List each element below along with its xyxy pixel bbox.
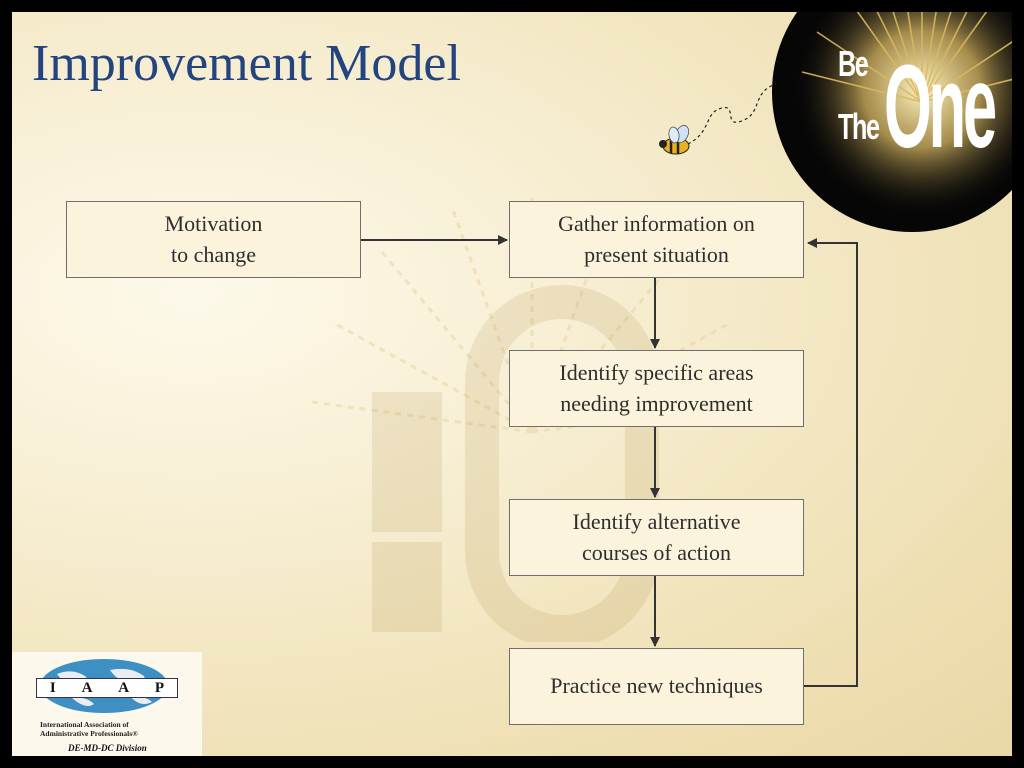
iaap-letter: I [49,679,56,696]
logo-one-text: One [884,41,997,173]
logo-watermark [312,242,752,649]
iaap-letter: A [118,679,130,696]
flowchart-connectors [361,235,858,687]
arrow-practice-feedback-to-gather [804,238,858,687]
logo-be-text: Be [838,43,869,84]
page-title: Improvement Model [32,35,461,92]
slide: Improvement Model [12,12,1012,756]
flow-box-identify-alternatives: Identify alternative courses of action [509,499,804,576]
flow-box-motivation: Motivation to change [66,201,361,278]
iaap-logo: I A A P International Association of Adm… [12,652,202,756]
iaap-division: DE-MD-DC Division [68,743,147,753]
iaap-org-name: International Association of Administrat… [40,720,138,739]
be-the-one-logo: Be The One [772,12,1012,232]
flow-box-practice: Practice new techniques [509,648,804,725]
iaap-letter: P [154,679,165,696]
flow-box-gather-information: Gather information on present situation [509,201,804,278]
logo-the-text: The [838,106,880,147]
bee-icon [659,83,777,155]
iaap-letter: A [81,679,93,696]
iaap-letter-band: I A A P [36,678,178,698]
flow-box-identify-areas: Identify specific areas needing improvem… [509,350,804,427]
